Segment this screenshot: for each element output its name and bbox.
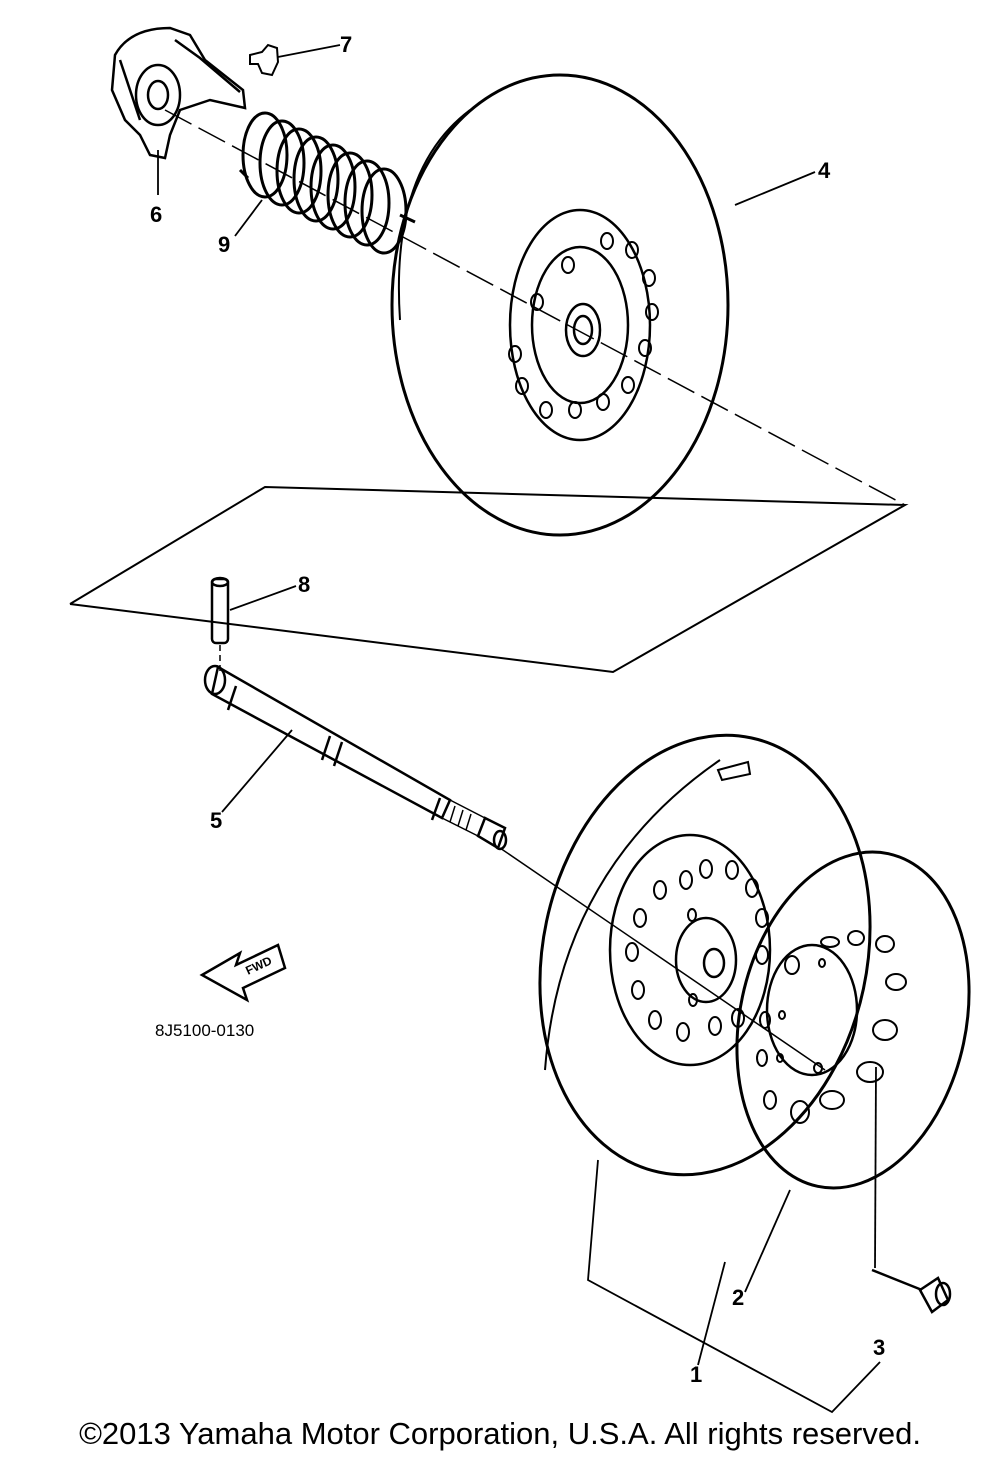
copyright-notice: ©2013 Yamaha Motor Corporation, U.S.A. A… [79,1416,921,1451]
leader-lines [157,44,881,1414]
callout-6: 6 [150,202,162,227]
assembly-frame [69,485,909,674]
callout-4: 4 [818,158,831,183]
part-8-pin [210,576,230,675]
fwd-arrow-icon [199,943,287,1003]
part-1-fixed-sheave [538,733,872,1177]
part-6-cam-bracket [110,26,247,160]
callout-8: 8 [298,572,310,597]
part-code: 8J5100-0130 [155,1021,254,1040]
callout-9: 9 [218,232,230,257]
callout-5: 5 [210,808,222,833]
part-5-shaft [203,664,508,851]
exploded-parts-diagram: FWD 7 6 9 4 8 5 2 3 1 8J5100-0130 [69,26,971,1414]
part-2-cover-plate [735,850,971,1190]
part-7-fitting [249,43,280,77]
part-4-movable-sheave [390,73,730,537]
axis-line-upper [164,109,906,506]
callout-7: 7 [340,32,352,57]
callout-1: 1 [690,1362,702,1387]
callout-3: 3 [873,1335,885,1360]
part-9-spring [238,111,416,255]
part-3-bolt [871,1268,952,1314]
callout-2: 2 [732,1285,744,1310]
